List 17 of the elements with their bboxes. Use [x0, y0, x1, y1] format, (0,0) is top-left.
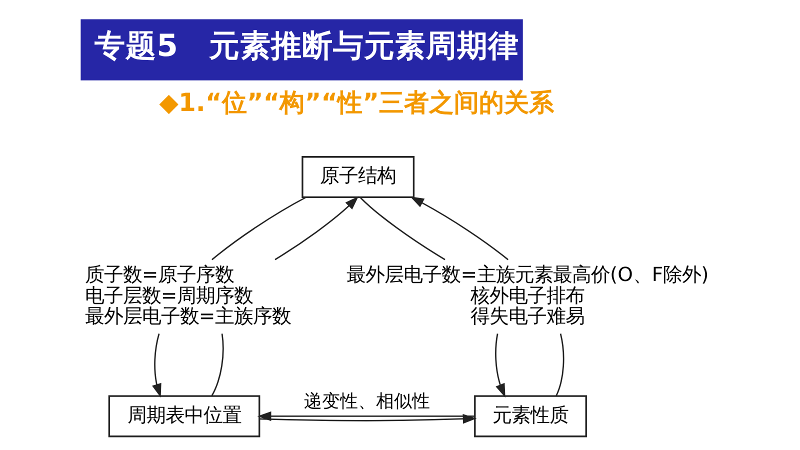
node-text: 质子数=原子序数 电子层数=周期序数 最外层电子数=主族序数 — [84, 262, 291, 328]
arrow — [274, 196, 358, 260]
node-text: 最外层电子数=主族元素最高价(O、F除外) 核外电子排布 得失电子难易 — [346, 262, 708, 328]
label: ◆1.“位”“构”“性”三者之间的关系 — [158, 88, 554, 117]
node-box: 原子结构 — [301, 156, 414, 198]
connector — [360, 197, 445, 260]
connector — [210, 334, 224, 396]
arrow — [410, 196, 508, 260]
edge-label: 递变性、相似性 — [304, 391, 430, 412]
arrow — [256, 411, 474, 422]
diagram-title: 专题5 元素推断与元素周期律 — [94, 29, 518, 64]
connector — [211, 196, 306, 260]
node-box: 元素性质 — [474, 395, 586, 438]
arrow — [494, 334, 505, 398]
arrow — [152, 334, 161, 398]
node-box: 周期表中位置 — [108, 395, 260, 438]
connector — [555, 334, 564, 396]
